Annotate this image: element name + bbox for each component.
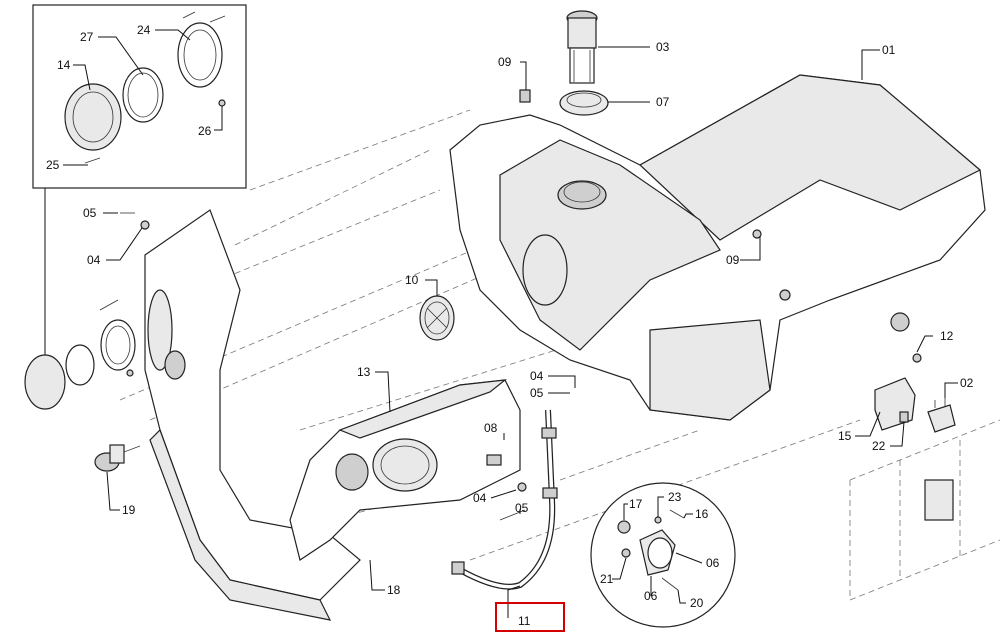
callout-10: 10 xyxy=(405,273,419,287)
filler-neck xyxy=(566,10,598,84)
callout-15: 15 xyxy=(838,429,852,443)
fuel-hose xyxy=(451,409,558,590)
highlight-box xyxy=(495,602,565,632)
headlamp-bracket xyxy=(177,22,223,88)
callout-27: 27 xyxy=(80,30,94,44)
callout-13: 13 xyxy=(357,365,371,379)
callout-17: 17 xyxy=(629,497,643,511)
chassis-frame xyxy=(849,419,1000,601)
leader-lines xyxy=(63,29,958,618)
callout-04-hose: 04 xyxy=(530,369,544,383)
callout-03: 03 xyxy=(656,40,670,54)
callout-18: 18 xyxy=(387,583,401,597)
callout-05-left: 05 xyxy=(83,206,97,220)
rotary-switch xyxy=(94,444,141,472)
relay xyxy=(927,398,956,433)
dashboard-housing xyxy=(289,379,521,561)
callout-05-hose: 05 xyxy=(530,386,544,400)
headlamp-detail-box xyxy=(32,4,247,189)
callout-16: 16 xyxy=(695,507,709,521)
filler-ring xyxy=(559,90,609,116)
callout-06-right: 06 xyxy=(706,556,720,570)
callout-labels: 27 24 14 26 25 05 04 19 13 18 01 03 07 0… xyxy=(46,23,974,628)
callout-11: 11 xyxy=(518,614,531,628)
callout-09-top: 09 xyxy=(498,55,512,69)
fasteners-center xyxy=(499,482,527,521)
callout-25: 25 xyxy=(46,158,60,172)
callout-07: 07 xyxy=(656,95,670,109)
callout-23: 23 xyxy=(668,490,682,504)
callout-21: 21 xyxy=(600,572,614,586)
vent-cap xyxy=(419,295,455,341)
callout-09-right: 09 xyxy=(726,253,740,267)
callout-08: 08 xyxy=(484,421,498,435)
headlamp-assembly xyxy=(24,299,136,410)
headlamp-ring xyxy=(122,67,164,123)
mount-bracket xyxy=(874,353,922,431)
front-panel xyxy=(144,209,361,621)
fasteners-left xyxy=(120,212,150,230)
callout-05-dash: 05 xyxy=(515,501,529,515)
callout-14: 14 xyxy=(57,58,71,72)
headlamp-lens xyxy=(64,83,122,151)
callout-22: 22 xyxy=(872,439,886,453)
fitting-top xyxy=(519,89,531,103)
callout-04-left: 04 xyxy=(87,253,101,267)
callout-12: 12 xyxy=(940,329,954,343)
fuel-tank xyxy=(449,74,986,421)
callout-24: 24 xyxy=(137,23,151,37)
callout-19: 19 xyxy=(122,503,136,517)
callout-04-dash: 04 xyxy=(473,491,487,505)
callout-01: 01 xyxy=(882,43,896,57)
callout-26: 26 xyxy=(198,124,212,138)
clamp-detail-circle xyxy=(590,482,736,628)
callout-06-bottom: 06 xyxy=(644,589,658,603)
callout-02: 02 xyxy=(960,376,974,390)
callout-20: 20 xyxy=(690,596,704,610)
